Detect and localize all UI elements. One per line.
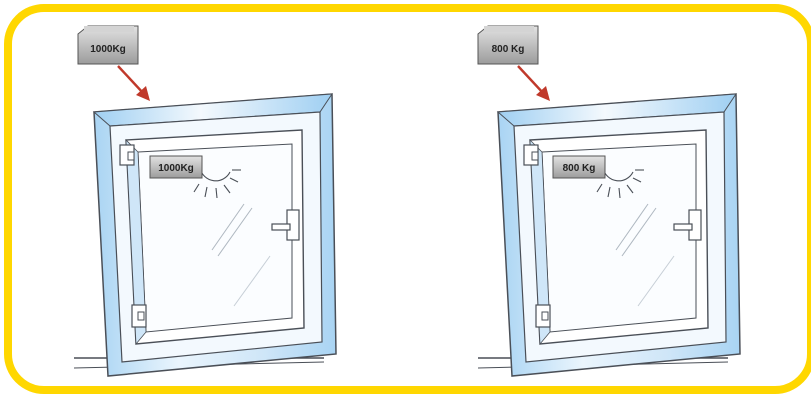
pane-weight-label: 1000Kg (158, 163, 194, 174)
left-panel: 1000Kg 1000Kg (74, 26, 336, 376)
top-weight-label: 1000Kg (90, 44, 126, 55)
arrow-icon (518, 66, 550, 101)
weight-tag-icon: 1000Kg (150, 156, 202, 178)
top-weight-label: 800 Kg (492, 44, 525, 55)
pane-weight-label: 800 Kg (563, 163, 596, 174)
arrow-icon (118, 66, 150, 101)
weight-tag-icon: 800 Kg (553, 156, 605, 178)
weight-tag-icon: 1000Kg (78, 26, 138, 64)
weight-tag-icon: 800 Kg (478, 26, 538, 64)
right-panel: 800 Kg 800 Kg (478, 26, 740, 376)
